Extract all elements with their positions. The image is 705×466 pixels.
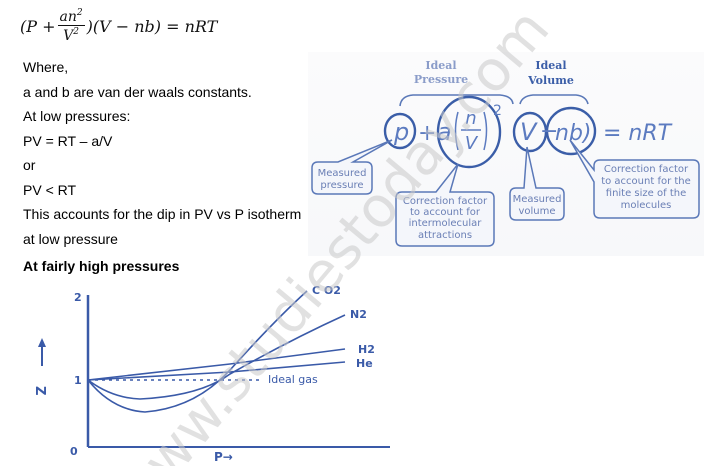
eq-a: a	[437, 118, 452, 146]
ideal-volume-label: Volume	[527, 74, 574, 87]
numerator-exponent: 2	[76, 8, 83, 18]
eq-rhs: = nRT	[603, 121, 673, 146]
legend-h2: H2	[358, 343, 375, 356]
callout-text: Correction factor	[403, 196, 488, 207]
text-line: PV < RT	[23, 181, 77, 198]
equation-rest: )(V − nb) = nRT	[86, 16, 218, 36]
co2-curve	[87, 290, 308, 413]
equation-fraction: an2 V2	[57, 8, 85, 44]
legend-ideal-gas: Ideal gas	[268, 373, 318, 386]
legend-n2: N2	[350, 308, 367, 321]
callout-measured-volume	[509, 146, 565, 221]
circle-p	[383, 112, 417, 150]
eq-minus: −	[540, 119, 558, 144]
callout-text: Measured	[513, 194, 562, 205]
volume-brace	[519, 94, 589, 105]
equation-open: (P +	[20, 16, 56, 36]
text-line: PV = RT – a/V	[23, 132, 113, 149]
eq-plus: +	[418, 121, 436, 146]
callout-text: pressure	[320, 180, 363, 191]
fraction-denominator: V	[63, 28, 74, 44]
legend-co2: C O2	[312, 284, 341, 297]
ideal-pressure-label: Ideal	[425, 59, 456, 72]
callout-text: molecules	[621, 200, 672, 211]
eq-square: 2	[493, 103, 502, 119]
callout-text: Measured	[318, 168, 367, 179]
arrow-up-icon	[38, 338, 46, 347]
section-heading: At fairly high pressures	[23, 258, 180, 274]
eq-n: n	[465, 108, 476, 129]
h2-curve	[87, 348, 346, 381]
ideal-volume-label: Ideal	[535, 59, 566, 72]
pressure-brace	[399, 94, 514, 107]
text-line: Where,	[23, 59, 69, 75]
callout-measured-pressure	[311, 139, 393, 195]
y-axis-label: Z	[32, 386, 47, 395]
legend-he: He	[356, 357, 373, 370]
compressibility-chart: 2 1 0 P→ Z C O2 N2 H2 He Ideal gas	[0, 270, 400, 466]
eq-nb: nb)	[555, 121, 592, 146]
van-der-waals-diagram: Ideal Pressure Ideal Volume p + a n V 2 …	[308, 52, 704, 256]
text-line: at low pressure	[23, 230, 118, 247]
denominator-exponent: 2	[73, 27, 79, 37]
y-tick-0: 0	[70, 445, 78, 458]
y-tick-2: 2	[74, 291, 82, 304]
callout-text: intermolecular	[409, 218, 483, 229]
text-line: or	[23, 157, 36, 173]
eq-v: V	[465, 133, 479, 154]
callout-text: to account for the	[601, 176, 691, 187]
x-axis-label: P→	[214, 450, 233, 464]
callout-text: volume	[518, 206, 555, 217]
z-vs-p-plot: 2 1 0 P→ Z C O2 N2 H2 He Ideal gas	[32, 284, 390, 464]
callout-correction-a	[395, 163, 495, 247]
he-curve	[87, 361, 346, 381]
van-der-waals-equation: (P + an2 V2 )(V − nb) = nRT	[20, 6, 217, 46]
text-line: This accounts for the dip in PV vs P iso…	[23, 206, 302, 222]
callout-text: attractions	[418, 230, 472, 241]
callout-text: Correction factor	[604, 164, 689, 175]
circle-nb	[545, 106, 597, 156]
y-tick-1: 1	[74, 374, 82, 387]
text-line: At low pressures:	[23, 108, 131, 124]
eq-p: p	[393, 118, 409, 146]
fraction-numerator: an	[59, 9, 77, 25]
callout-text: to account for	[410, 207, 481, 218]
n2-curve	[87, 314, 346, 400]
diagram-illustration: Ideal Pressure Ideal Volume p + a n V 2 …	[311, 59, 700, 247]
explanation-text: Where, a and b are van der waals constan…	[23, 55, 301, 279]
callout-text: finite size of the	[606, 188, 686, 199]
ideal-pressure-label: Pressure	[414, 73, 468, 86]
text-line: a and b are van der waals constants.	[23, 83, 252, 100]
eq-V: V	[520, 118, 538, 146]
circle-correction-a	[436, 95, 502, 169]
callout-correction-b	[569, 139, 700, 219]
